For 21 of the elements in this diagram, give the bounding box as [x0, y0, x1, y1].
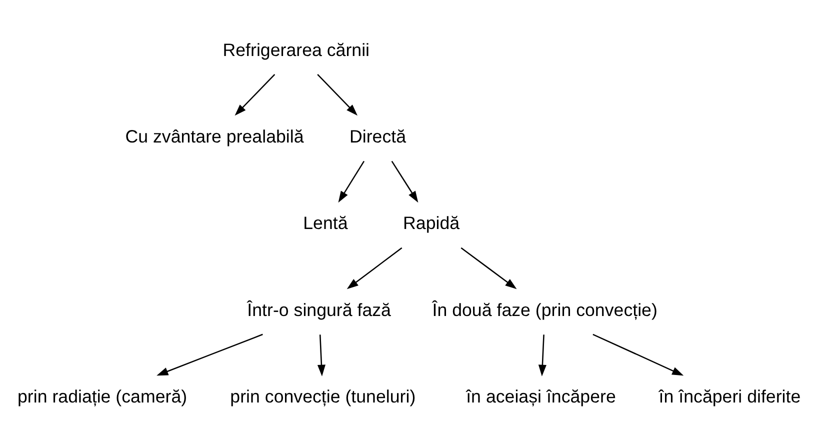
arrow [346, 246, 402, 289]
arrow [460, 246, 516, 289]
arrow [390, 160, 418, 202]
node-text: Lentă [302, 212, 348, 233]
node-text: În două faze (prin convecție) [432, 299, 657, 320]
node-text: Refrigerarea cărnii [222, 39, 370, 60]
node-text: Directă [348, 126, 406, 146]
node-text: în încăperi diferite [658, 386, 800, 406]
node-text: Rapidă [402, 212, 460, 233]
arrow [338, 160, 364, 202]
node-text: prin radiație (cameră) [16, 386, 187, 406]
arrow [592, 333, 684, 376]
arrow [316, 334, 325, 376]
node-text: Într-o singură fază [246, 299, 391, 320]
arrow [538, 334, 546, 376]
node-text: în aceiași încăpere [466, 386, 616, 406]
node-text: prin convecție (tuneluri) [230, 386, 416, 406]
arrow [234, 74, 275, 116]
arrow [316, 74, 357, 116]
arrow [156, 333, 262, 376]
node-text: Cu zvântare prealabilă [124, 126, 304, 146]
